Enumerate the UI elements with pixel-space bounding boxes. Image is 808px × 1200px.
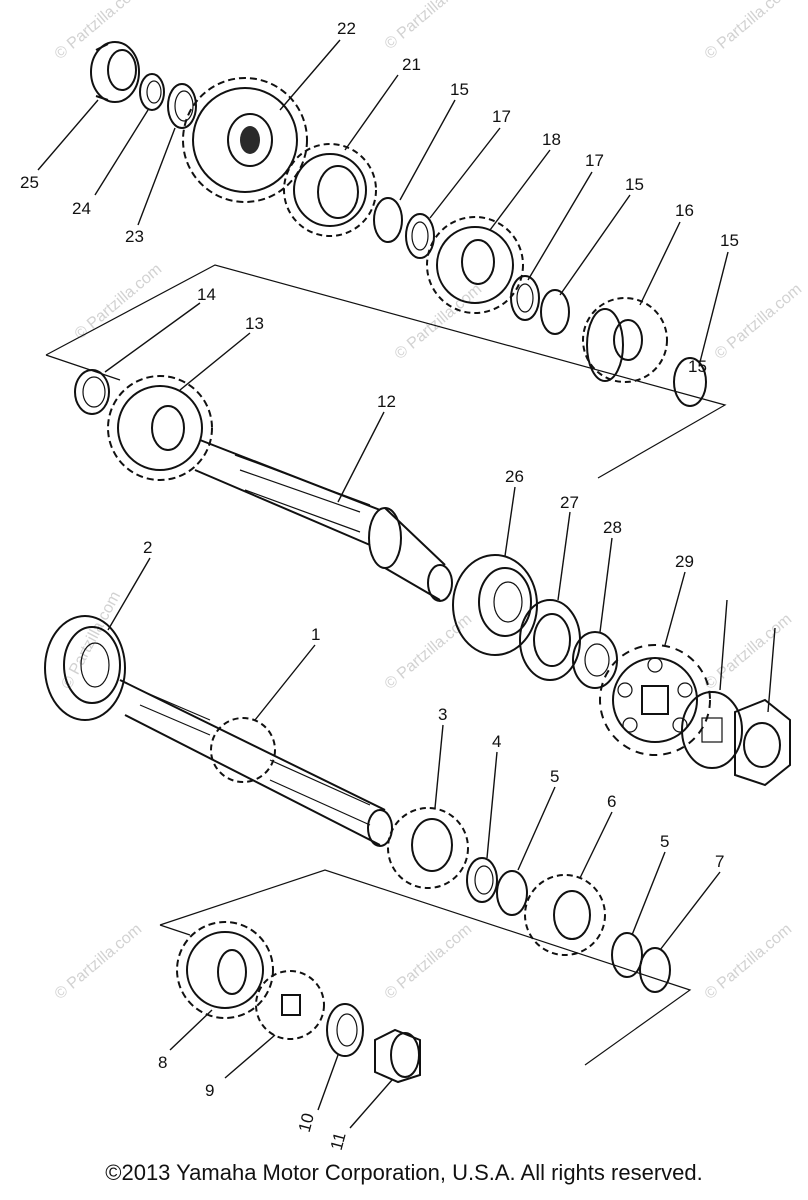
callout-7: 7 (715, 852, 724, 871)
callout-3: 3 (438, 705, 447, 724)
callout-15: 15 (688, 357, 707, 376)
part-21-circlip (167, 83, 197, 129)
watermark: © Partzilla.com (382, 611, 476, 693)
part-4-washer (466, 857, 498, 903)
callout-1: 1 (311, 625, 320, 644)
callout-16: 16 (675, 201, 694, 220)
part-2-bearing (44, 615, 126, 721)
callout-18: 18 (542, 130, 561, 149)
part-15-circlip (540, 289, 570, 335)
callout-6: 6 (607, 792, 616, 811)
copyright-notice: ©2013 Yamaha Motor Corporation, U.S.A. A… (105, 1160, 703, 1185)
callout-11: 11 (327, 1130, 350, 1152)
part-24-bearing (452, 554, 538, 656)
callout-24: 26 (505, 467, 524, 486)
part-6-gear (524, 874, 606, 956)
part-25-oil-seal (519, 599, 581, 681)
part-15-circlip (373, 197, 403, 243)
callout-12: 12 (377, 392, 396, 411)
part-26-collar (572, 631, 618, 689)
callout-25: 27 (560, 493, 579, 512)
callout-15: 15 (720, 231, 739, 250)
leader-lines (37, 39, 776, 1129)
callout-26: 28 (603, 518, 622, 537)
callout-4: 4 (492, 732, 501, 751)
callout-15: 15 (450, 80, 469, 99)
part-28-lock-washer (681, 691, 743, 769)
part-19-gear (283, 143, 377, 237)
watermark: © Partzilla.com (392, 281, 486, 363)
callout-5: 5 (660, 832, 669, 851)
part-7-circlip (639, 947, 671, 993)
callout-20: 22 (337, 19, 356, 38)
part-15-circlip (673, 357, 707, 407)
part-3-gear (387, 807, 469, 889)
watermark: © Partzilla.com (702, 611, 796, 693)
callout-10: 10 (295, 1111, 318, 1134)
watermark: © Partzilla.com (72, 261, 166, 343)
callout-27: 29 (675, 552, 694, 571)
transmission-parts-diagram: © Partzilla.com © Partzilla.com © Partzi… (20, 0, 806, 1152)
part-11-bushing (374, 1028, 421, 1084)
part-20-gear (182, 77, 308, 203)
callout-23: 25 (20, 173, 39, 192)
callout-8: 8 (158, 1053, 167, 1072)
callout-15: 15 (625, 175, 644, 194)
callout-17: 17 (492, 107, 511, 126)
callout-2: 2 (143, 538, 152, 557)
watermark: © Partzilla.com (382, 0, 476, 53)
watermark: © Partzilla.com (702, 0, 796, 63)
part-9-gear (255, 970, 325, 1040)
group-brackets (45, 264, 727, 1066)
callout-9: 9 (205, 1081, 214, 1100)
callout-14: 14 (197, 285, 216, 304)
callout-5: 5 (550, 767, 559, 786)
part-13-gear (107, 375, 213, 481)
part-23-bearing (90, 41, 140, 103)
part-27-drive-sprocket (599, 644, 711, 756)
callout-labels: 22 21 15 17 18 17 15 16 15 15 25 24 23 1… (20, 19, 739, 1152)
callout-22: 24 (72, 199, 91, 218)
watermarks: © Partzilla.com © Partzilla.com © Partzi… (52, 0, 806, 1003)
part-18-gear (426, 216, 524, 314)
part-1-drive-axle (119, 679, 393, 847)
part-12-main-axle (194, 439, 453, 602)
watermark: © Partzilla.com (712, 281, 806, 363)
watermark: © Partzilla.com (52, 921, 146, 1003)
part-17-washer (405, 213, 435, 259)
part-29-nut (734, 698, 791, 787)
part-16-gear (582, 297, 668, 383)
callout-13: 13 (245, 314, 264, 333)
callout-19: 21 (402, 55, 421, 74)
part-10-washer (326, 1003, 364, 1057)
callout-21: 23 (125, 227, 144, 246)
watermark: © Partzilla.com (702, 921, 796, 1003)
part-5-circlip (496, 870, 528, 916)
watermark: © Partzilla.com (382, 921, 476, 1003)
part-17-washer (510, 275, 540, 321)
part-8-gear (176, 921, 274, 1019)
part-22-washer (139, 73, 165, 111)
part-5-circlip (611, 932, 643, 978)
part-14-washer (74, 369, 110, 415)
callout-17: 17 (585, 151, 604, 170)
